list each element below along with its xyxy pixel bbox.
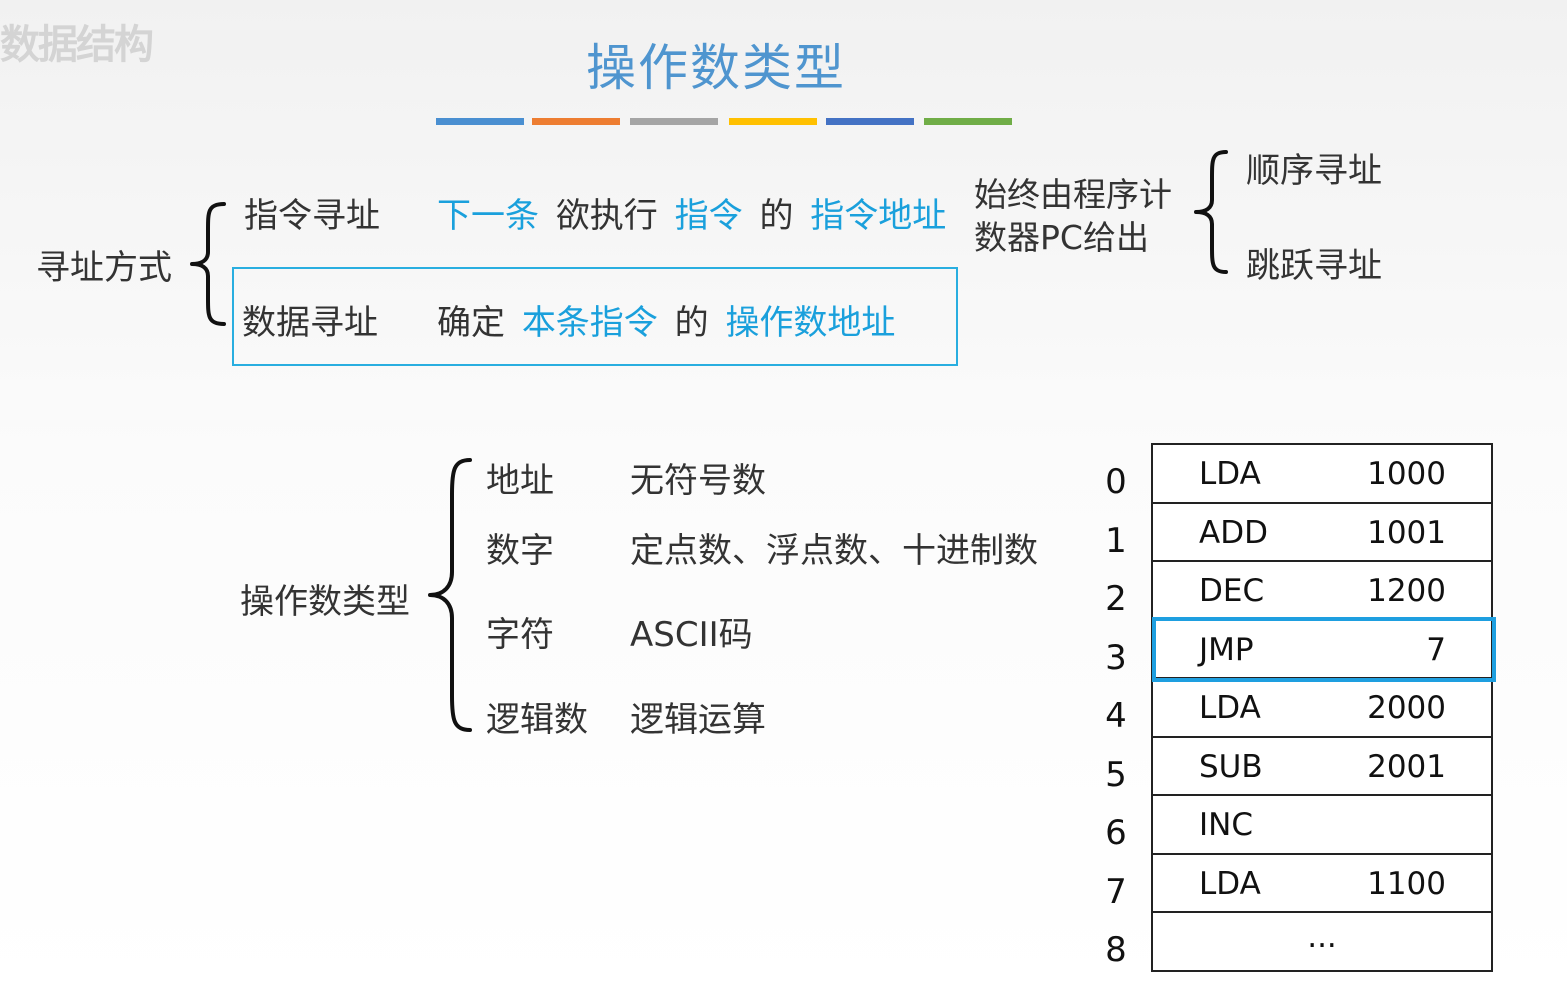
memory-address: 4 [1105,696,1127,736]
memory-opcode: LDA [1199,690,1261,726]
desc-part: 操作数地址 [725,303,896,343]
stripe-5 [826,118,914,125]
memory-address: 6 [1105,813,1127,853]
pc-note-line2: 数器PC给出 [974,218,1149,257]
memory-address: 8 [1105,930,1127,970]
desc-part: 的 [674,303,709,343]
memory-operand: 1200 [1367,573,1446,609]
desc-part: 本条指令 [521,303,658,343]
memory-row: LDA 1100 [1153,855,1491,913]
stripe-1 [436,118,524,125]
memory-opcode: LDA [1199,865,1261,902]
data-addressing-desc: 确定 本条指令 的 操作数地址 [437,295,895,344]
operand-type-desc: 定点数、浮点数、十进制数 [630,531,1038,571]
memory-row: LDA 2000 [1153,679,1491,738]
memory-opcode: ADD [1199,514,1268,551]
addressing-brace [190,202,226,326]
memory-row: ADD 1001 [1153,504,1491,562]
desc-part: 确定 [437,303,505,343]
memory-operand: 2001 [1367,748,1446,785]
operand-types-brace [428,458,472,732]
operand-type-desc: 无符号数 [630,461,766,501]
instruction-addressing-desc: 下一条 欲执行 指令 的 指令地址 [437,188,946,237]
memory-opcode: JMP [1199,631,1254,668]
memory-row: LDA 1000 [1153,445,1491,504]
stripe-4 [729,118,817,125]
memory-row: ... [1153,913,1491,972]
highlighted-instruction-frame [1152,617,1496,682]
stripe-2 [532,118,620,125]
operand-type-name: 数字 [486,531,554,571]
instruction-addressing-label: 指令寻址 [244,196,380,236]
jump-addressing: 跳跃寻址 [1246,246,1382,286]
desc-part: 的 [759,196,794,236]
stripe-6 [924,118,1012,125]
memory-address: 3 [1105,638,1127,678]
memory-operand: 1001 [1367,514,1446,551]
memory-row: DEC 1200 [1153,562,1491,621]
memory-operand: 7 [1426,631,1446,668]
page-title: 操作数类型 [586,39,846,97]
memory-address: 5 [1105,755,1127,795]
desc-part: 指令 [674,196,743,236]
memory-operand: 1000 [1367,456,1446,492]
memory-operand: 1100 [1367,865,1446,902]
operand-type-desc: 逻辑运算 [630,700,766,740]
memory-operand: 2000 [1367,690,1446,726]
data-addressing-box [232,267,958,366]
sequential-addressing: 顺序寻址 [1246,151,1382,191]
operand-type-name: 字符 [486,615,554,655]
operand-type-desc: ASCII码 [630,615,753,655]
data-addressing-label: 数据寻址 [242,303,378,343]
pc-brace [1194,150,1228,274]
memory-address: 1 [1105,521,1127,561]
memory-opcode: INC [1199,807,1253,843]
memory-opcode: LDA [1199,456,1261,492]
memory-row: INC [1153,796,1491,855]
memory-address: 2 [1105,579,1127,619]
stripe-3 [630,118,718,125]
operand-type-name: 逻辑数 [486,700,588,740]
memory-address: 0 [1105,462,1127,502]
memory-row: SUB 2001 [1153,738,1491,796]
desc-part: 欲执行 [555,196,658,236]
pc-note-line1: 始终由程序计 [974,175,1172,214]
memory-table: LDA 1000 ADD 1001 DEC 1200 JMP 7 LDA 200… [1151,443,1493,972]
operand-types-label: 操作数类型 [240,582,410,622]
memory-ellipsis: ... [1307,919,1337,955]
addressing-label: 寻址方式 [36,248,172,288]
memory-opcode: DEC [1199,573,1265,609]
memory-address: 7 [1105,872,1127,912]
desc-part: 指令地址 [810,196,947,236]
desc-part: 下一条 [437,196,539,236]
operand-type-name: 地址 [486,461,554,501]
watermark-logo: 数据结构 [0,22,154,68]
memory-opcode: SUB [1199,748,1263,785]
